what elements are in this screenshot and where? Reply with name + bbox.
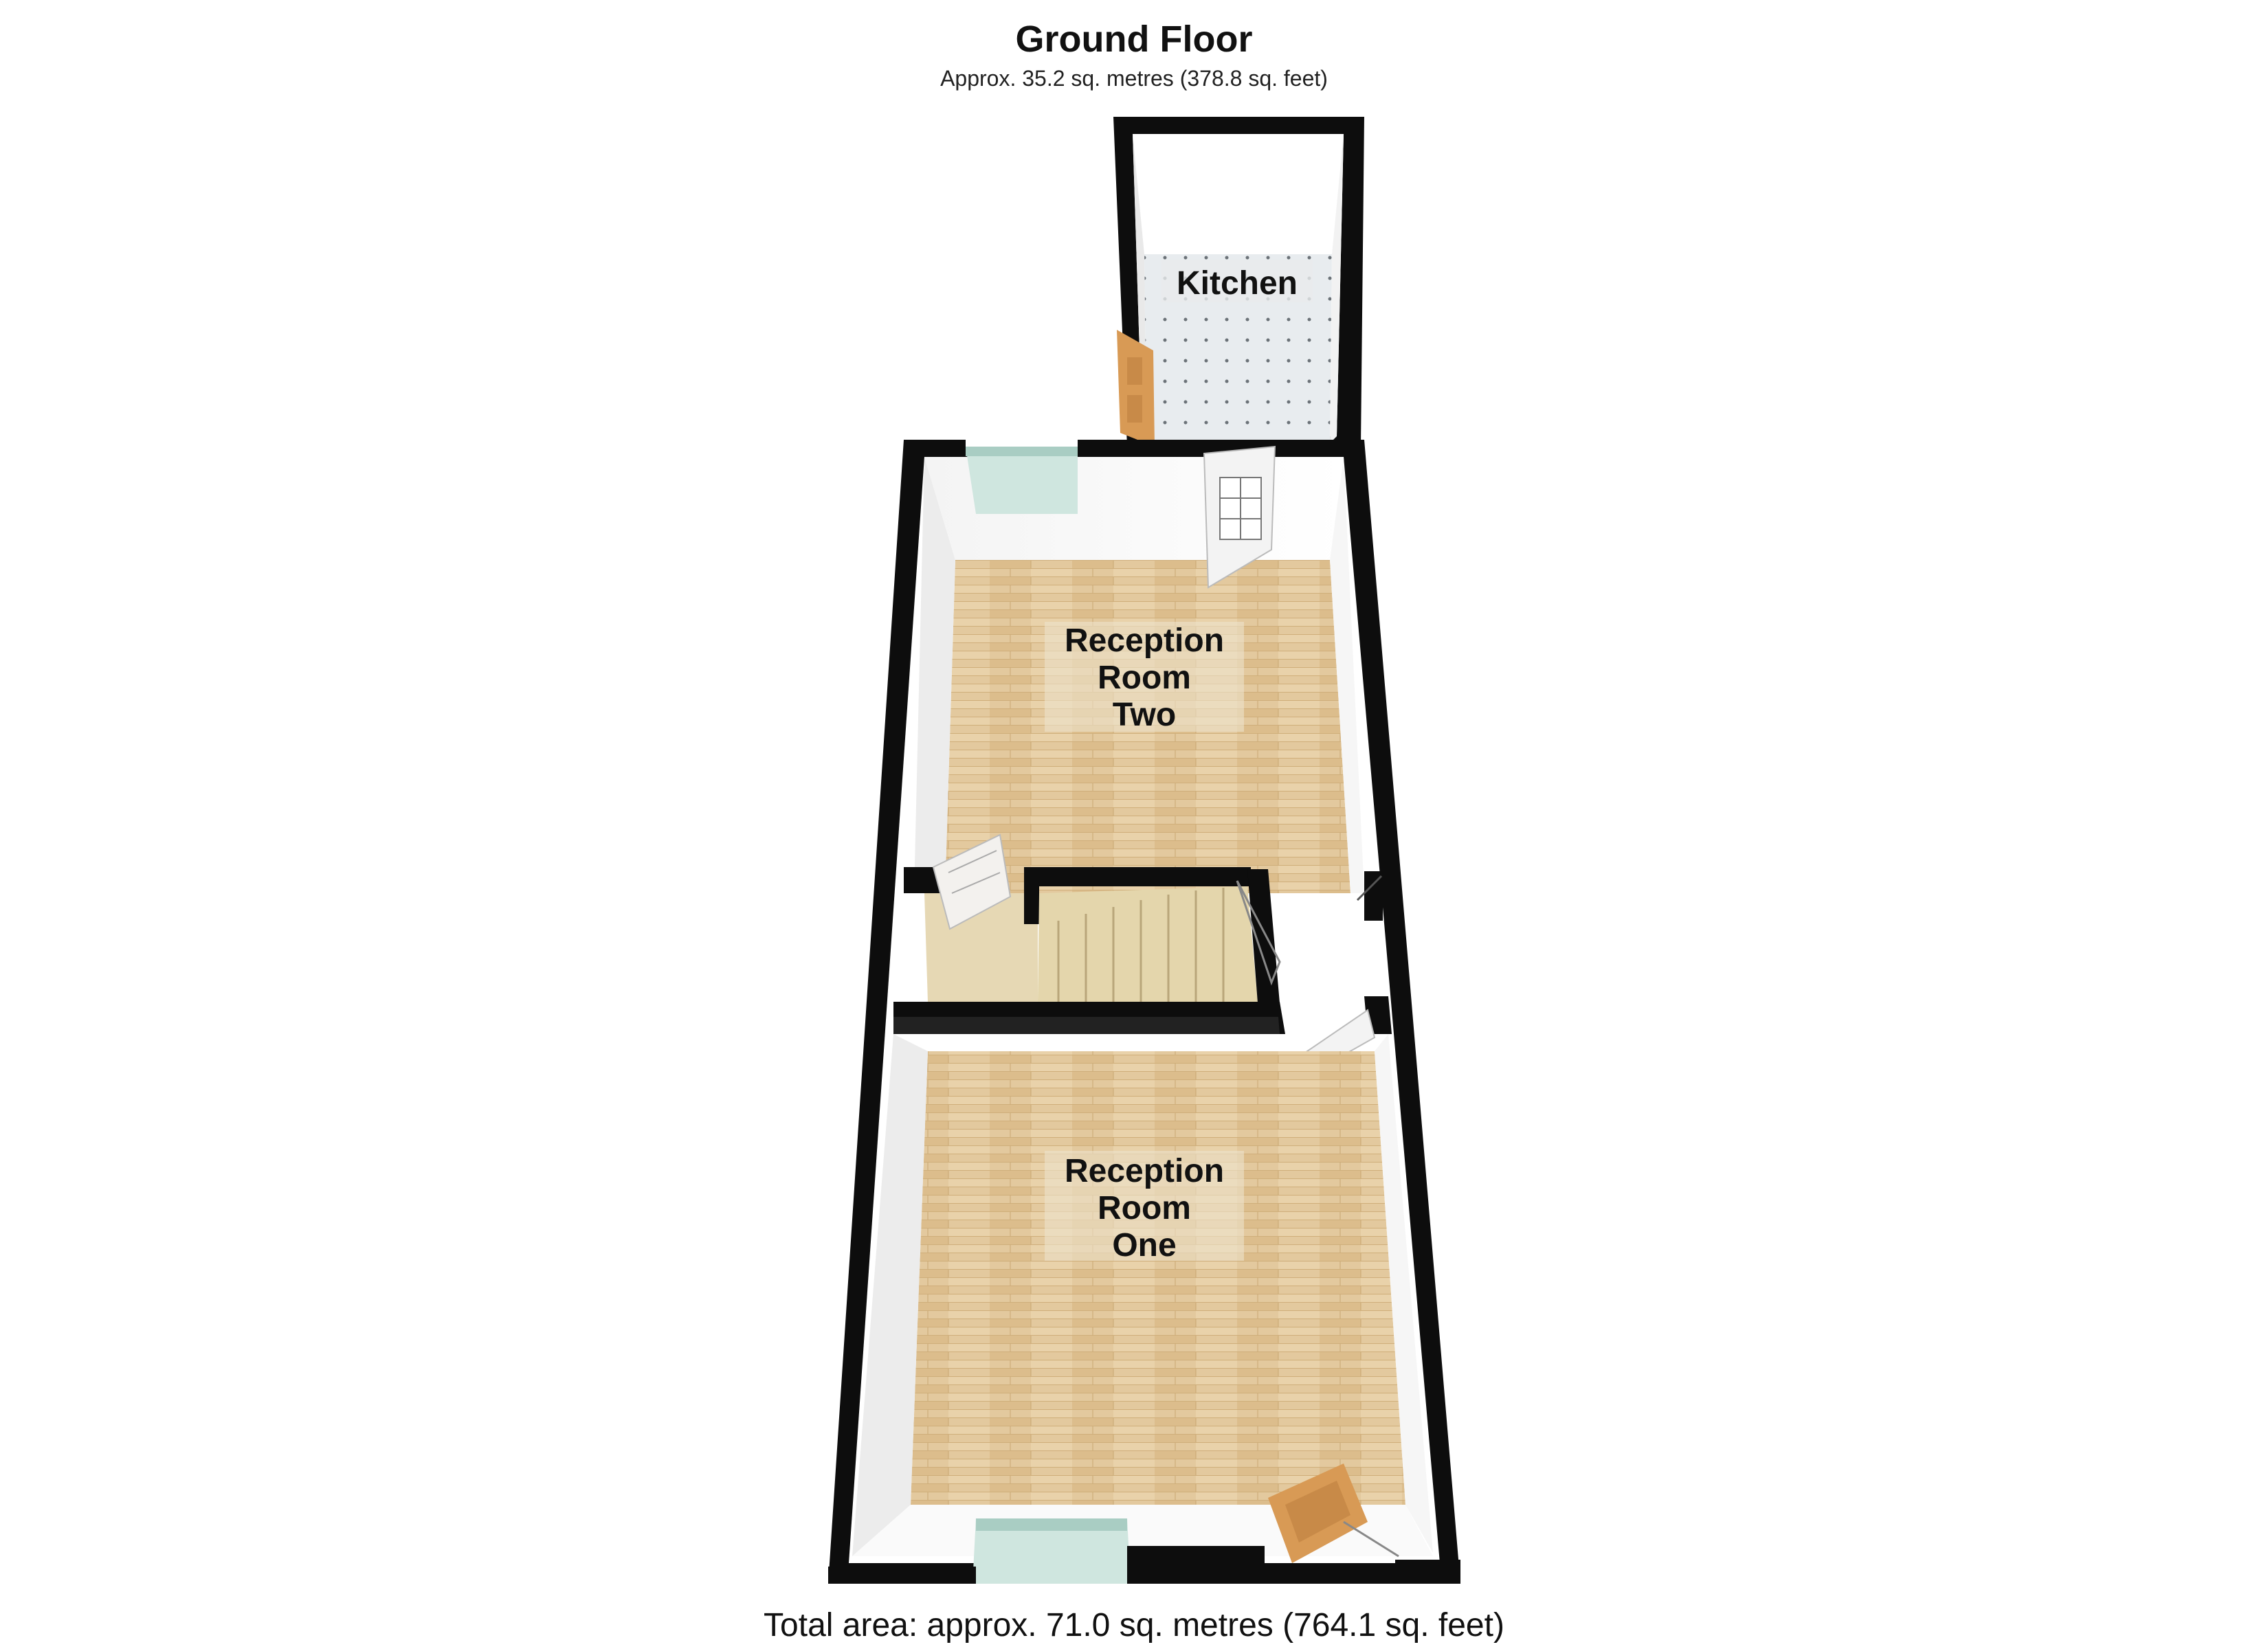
kitchen-room: Kitchen (1113, 117, 1364, 447)
floor-title: Ground Floor (1015, 19, 1253, 60)
reception-room-one: Reception Room One (852, 1034, 1433, 1556)
side-door-middle (1356, 871, 1383, 921)
reception-room-two: Reception Room Two (914, 457, 1364, 893)
kitchen-door (1117, 330, 1155, 447)
reception-one-label-line3: One (1112, 1227, 1176, 1264)
cupboard-door (932, 833, 1012, 930)
reception-two-label-line3: Two (1113, 697, 1176, 733)
total-area: Total area: approx. 71.0 sq. metres (764… (764, 1607, 1504, 1644)
glazed-door (1203, 445, 1276, 589)
window-back (966, 447, 1078, 514)
window-front (972, 1518, 1131, 1584)
floor-area: Approx. 35.2 sq. metres (378.8 sq. feet) (940, 66, 1328, 91)
stairs-area (904, 867, 1281, 1017)
reception-two-label-line1: Reception (1065, 622, 1224, 659)
kitchen-label: Kitchen (1177, 265, 1298, 302)
reception-two-label-line2: Room (1098, 660, 1191, 696)
front-door (1268, 1463, 1399, 1563)
reception-one-label-line2: Room (1098, 1190, 1191, 1226)
reception-one-label-line1: Reception (1065, 1153, 1224, 1189)
dividing-wall (893, 996, 1392, 1034)
front-wall (828, 1546, 1460, 1584)
